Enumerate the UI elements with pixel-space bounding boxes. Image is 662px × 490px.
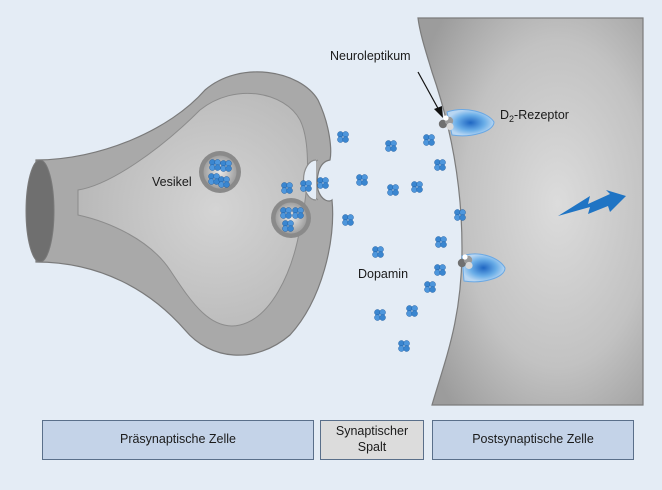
dopamine-molecule-icon [411, 181, 423, 193]
dopamine-molecule-icon [374, 309, 386, 321]
dopamine-molecule-icon [423, 134, 435, 146]
dopamine-molecule-icon [454, 209, 466, 221]
presynaptic-terminal [25, 71, 334, 356]
dopamine-molecule-icon [387, 184, 399, 196]
dopamine-molecule-icon [434, 159, 446, 171]
d2-receptor [446, 109, 495, 137]
dopamine-molecule-icon [424, 281, 436, 293]
dopamine-molecule-icon [317, 177, 329, 189]
d2-rezeptor-label: D2-Rezeptor [500, 108, 569, 124]
vesikel-label: Vesikel [152, 175, 192, 189]
postsynaptic-cell-box: Postsynaptische Zelle [432, 420, 634, 460]
lightning-arrow-icon [558, 190, 626, 216]
dopamine-molecule-icon [434, 264, 446, 276]
synaptic-cleft-label-line2: Spalt [357, 440, 387, 454]
postsynaptic-cell [417, 17, 644, 406]
dopamine-molecule-icon [356, 174, 368, 186]
dopamine-molecule-icon [385, 140, 397, 152]
dopamine-molecule-icon [337, 131, 349, 143]
dopamin-label: Dopamin [358, 267, 408, 281]
vesicle [271, 198, 311, 238]
dopamine-molecule-icon [372, 246, 384, 258]
neuroleptikum-label: Neuroleptikum [330, 49, 411, 63]
dopamine-molecule-icon [435, 236, 447, 248]
presynaptic-cell-box: Präsynaptische Zelle [42, 420, 314, 460]
neuroleptikum-pointer-arrow [417, 71, 443, 118]
neuroleptic-molecule-icon [438, 115, 454, 131]
postsynaptic-cell-label: Postsynaptische Zelle [472, 432, 594, 447]
presynaptic-cell-label: Präsynaptische Zelle [119, 432, 237, 447]
dopamine-molecule-icon [342, 214, 354, 226]
dopamine-molecule-icon [406, 305, 418, 317]
synaptic-cleft-label-line1: Synaptischer [335, 424, 409, 439]
dopamine-molecule-icon [398, 340, 410, 352]
d2-receptor [461, 253, 506, 283]
synaptic-cleft-box: Synaptischer Spalt [320, 420, 424, 460]
